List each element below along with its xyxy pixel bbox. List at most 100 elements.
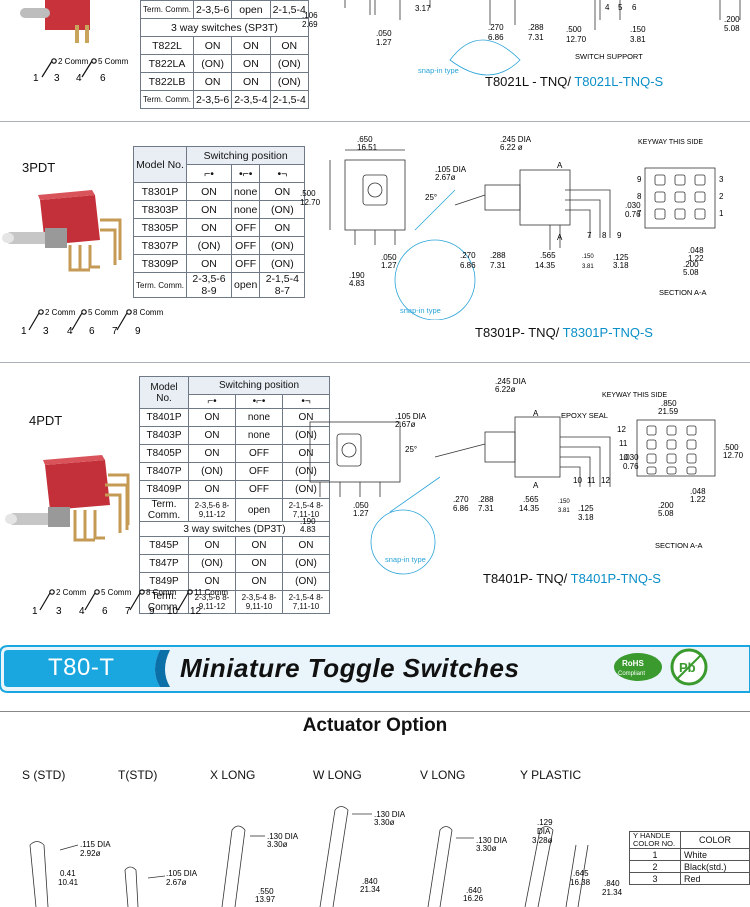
dim-label: .050 — [381, 253, 397, 262]
dim-label: .030 — [625, 201, 641, 210]
term-comm-cell: 2-3,5-6 8-9,11-12 — [188, 498, 236, 522]
dim-label: 13.97 — [255, 895, 276, 904]
comm-label: 2 Comm — [56, 588, 87, 597]
term-comm-cell: 2-3,5-4 8-9,11-10 — [235, 590, 283, 614]
grid-number: 10 — [619, 453, 628, 462]
dim-label: .105 DIA — [166, 869, 198, 878]
dim-label: 5.08 — [724, 24, 740, 33]
position-cell: ON — [188, 426, 236, 445]
color-no-header: Y HANDLE COLOR NO. — [629, 831, 681, 849]
dim-label: 21.59 — [658, 407, 679, 416]
comm-label: 8 Comm — [146, 588, 177, 597]
part-number-s: T8301P-TNQ-S — [562, 325, 653, 340]
switch-photo — [5, 455, 130, 542]
position-cell: ON — [188, 408, 236, 427]
3pdt-drawing: .650 16.51 .500 12.70 .105 DIA 2.67ø 25°… — [300, 135, 724, 320]
grid-number: 7 — [637, 209, 642, 218]
term-comm-cell: open — [231, 0, 271, 19]
actuator-title: Actuator Option — [302, 715, 448, 736]
pin-label: 4 — [76, 73, 82, 84]
dim-label: .270 — [453, 495, 469, 504]
dim-label: 1.27 — [381, 261, 397, 270]
model-cell: T8403P — [139, 426, 189, 445]
actuator-drawings: .115 DIA 2.92ø 0.41 10.41 .105 DIA 2.67ø… — [29, 806, 623, 907]
dim-label: .270 — [488, 23, 504, 32]
dim-label: 2.67ø — [166, 878, 187, 887]
actuator-label: T(STD) — [118, 768, 158, 782]
comm-label: 5 Comm — [98, 57, 129, 66]
dim-label: .565 — [523, 495, 539, 504]
dim-label: .200 — [724, 15, 740, 24]
dim-label: 1.27 — [376, 38, 392, 47]
pin-label: 9 — [149, 606, 155, 617]
position-cell: ON — [231, 54, 271, 73]
position-cell: OFF — [230, 236, 261, 255]
comm-label: 11 Comm — [194, 588, 228, 597]
dim-label: .645 — [573, 869, 589, 878]
dim-label: 25° — [405, 445, 417, 454]
position-cell: ON — [188, 536, 236, 555]
dim-label: DIA — [537, 827, 551, 836]
dim-label: 0.41 — [60, 869, 76, 878]
pin-label: 1 — [21, 326, 27, 337]
position-header: Switching position — [185, 146, 306, 165]
term-comm-cell: 2-3,5-6 — [192, 90, 233, 109]
dim-label: 5.08 — [683, 268, 699, 277]
pin-label: 7 — [112, 326, 118, 337]
comm-label: 2 Comm — [58, 57, 89, 66]
term-comm-label: Term. Comm. — [140, 90, 194, 109]
dim-label: .106 — [302, 11, 318, 20]
dim-label: 6.86 — [453, 504, 469, 513]
dim-label: .640 — [466, 886, 482, 895]
position-cell: ON — [186, 254, 232, 273]
pin-number: 9 — [617, 231, 622, 240]
dim-label: 14.35 — [519, 504, 540, 513]
grid-number: 12 — [617, 425, 626, 434]
model-cell: T8301P — [133, 182, 187, 201]
dim-label: .850 — [661, 399, 677, 408]
dim-label: .130 DIA — [476, 836, 508, 845]
grid-number: 1 — [719, 209, 724, 218]
pin-number: 6 — [632, 3, 637, 12]
pin-label: 12 — [190, 606, 202, 617]
sp3t-header: 3 way switches (SP3T) — [140, 18, 309, 37]
epoxy-label: EPOXY SEAL — [561, 411, 608, 420]
dim-label: 7.31 — [478, 504, 494, 513]
dim-label: .129 — [537, 818, 553, 827]
dim-label: .105 DIA — [395, 412, 427, 421]
color-no: 1 — [629, 848, 681, 861]
dim-label: 4.83 — [349, 279, 365, 288]
dim-label: 2.92ø — [80, 849, 101, 858]
rohs-label: RoHS — [622, 659, 644, 668]
dim-label: .840 — [362, 877, 378, 886]
term-comm-cell: 2-1,5-4 8-7,11-10 — [282, 590, 330, 614]
model-cell: T845P — [139, 536, 189, 555]
dim-label: .130 DIA — [374, 810, 406, 819]
pin-label: 1 — [32, 606, 38, 617]
position-cell: (ON) — [188, 462, 236, 481]
dim-label: 1.27 — [353, 509, 369, 518]
dim-label: 0.76 — [623, 462, 639, 471]
position-cell: OFF — [230, 218, 261, 237]
term-comm-label: Term. Comm. — [139, 590, 189, 614]
dim-label: SWITCH SUPPORT — [575, 52, 643, 61]
model-cell: T8303P — [133, 200, 187, 219]
dim-label: .288 — [478, 495, 494, 504]
comm-label: 8 Comm — [133, 308, 164, 317]
switch-photo — [20, 0, 90, 43]
dim-label: 5.08 — [658, 509, 674, 518]
dim-label: 6.22ø — [495, 385, 516, 394]
pin-label: 1 — [33, 73, 39, 84]
switch-symbol: •⌐• — [235, 394, 283, 409]
dim-label: 25° — [425, 193, 437, 202]
term-comm-label: Term. Comm. — [139, 498, 189, 522]
term-comm-cell: 2-3,5-6 — [192, 0, 233, 19]
position-cell: (ON) — [269, 54, 309, 73]
dim-label: 0.76 — [625, 210, 641, 219]
top-drawing: .106 2.69 3.17 .050 1.27 .270 6.86 .288 … — [302, 0, 741, 76]
section-label: SECTION A-A — [659, 288, 707, 297]
snap-in-label: snap-in type — [400, 306, 441, 315]
dim-label: 3.30ø — [476, 844, 497, 853]
section-grid — [646, 425, 697, 475]
